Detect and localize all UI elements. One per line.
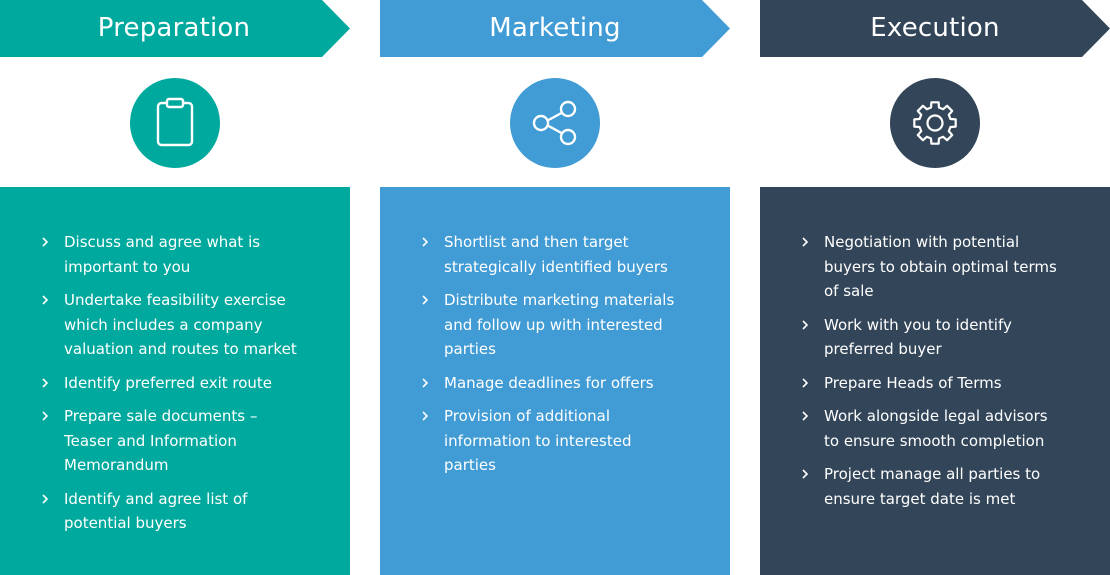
bullet-list: Discuss and agree what is important to y…: [40, 230, 340, 545]
stage-panel: Negotiation with potential buyers to obt…: [760, 187, 1110, 575]
item-line: Undertake feasibility exercise: [64, 291, 286, 309]
banner-arrow-shape: [760, 0, 1110, 57]
stage-panel: Shortlist and then target strategically …: [380, 187, 730, 575]
chevron-right-icon: [42, 237, 49, 247]
column-preparation: Preparation Discuss and agree what is im…: [0, 0, 350, 575]
bullet-list: Negotiation with potential buyers to obt…: [800, 230, 1100, 520]
item-line: ensure target date is met: [824, 489, 1016, 508]
item-line: valuation and routes to market: [64, 340, 297, 358]
list-item: Work with you to identify preferred buye…: [800, 313, 1100, 362]
list-item: Negotiation with potential buyers to obt…: [800, 230, 1100, 304]
item-line: Discuss and agree what is: [64, 233, 261, 251]
chevron-right-icon: [802, 237, 809, 247]
item-line: strategically identified buyers: [444, 257, 668, 276]
chevron-right-icon: [42, 295, 49, 305]
chevron-right-icon: [802, 319, 809, 330]
item-line: and follow up with interested: [444, 315, 663, 334]
item-line: Teaser and Information: [64, 431, 237, 450]
chevron-right-icon: [802, 377, 809, 388]
list-item: Provision of additional information to i…: [420, 404, 720, 478]
list-item: Discuss and agree what is important to y…: [40, 230, 340, 279]
column-marketing: Marketing Shortlist and then target stra…: [380, 0, 730, 575]
list-item: Identify and agree list of potential buy…: [40, 487, 340, 536]
list-item: Undertake feasibility exercise which inc…: [40, 288, 340, 362]
item-line: important to you: [64, 257, 191, 276]
chevron-right-icon: [422, 295, 429, 305]
item-line: Prepare sale documents –: [64, 407, 258, 425]
stage-title: Execution: [870, 13, 1000, 43]
chevron-right-icon: [42, 411, 49, 421]
item-line: Identify and agree list of: [64, 489, 248, 508]
item-line: information to interested: [444, 431, 632, 450]
chevron-right-icon: [802, 411, 809, 421]
chevron-right-icon: [422, 377, 429, 388]
item-line: Identify preferred exit route: [64, 373, 273, 392]
list-item: Shortlist and then target strategically …: [420, 230, 720, 279]
chevron-right-icon: [802, 469, 809, 479]
item-line: buyers to obtain optimal terms: [824, 257, 1057, 276]
list-item: Prepare Heads of Terms: [800, 371, 1100, 396]
item-line: Provision of additional: [444, 407, 610, 425]
item-line: potential buyers: [64, 514, 187, 532]
stage-title: Marketing: [489, 13, 621, 43]
item-line: preferred buyer: [824, 340, 942, 358]
item-line: of sale: [824, 282, 874, 300]
stage-banner: Marketing: [380, 0, 730, 57]
item-line: Manage deadlines for offers: [444, 373, 654, 392]
list-item: Work alongside legal advisors to ensure …: [800, 404, 1100, 453]
chevron-right-icon: [422, 237, 429, 247]
item-line: Prepare Heads of Terms: [824, 373, 1002, 392]
banner-arrow-shape: [380, 0, 730, 57]
item-line: Memorandum: [64, 456, 169, 474]
column-execution: Execution Negotiation with potential buy…: [760, 0, 1110, 575]
banner-arrow-shape: [0, 0, 350, 57]
stage-panel: Discuss and agree what is important to y…: [0, 187, 350, 575]
clipboard-icon: [130, 78, 220, 168]
item-line: which includes a company: [64, 315, 263, 334]
item-line: parties: [444, 340, 496, 358]
list-item: Prepare sale documents – Teaser and Info…: [40, 404, 340, 478]
chevron-right-icon: [422, 411, 429, 421]
gear-icon: [890, 78, 980, 168]
list-item: Manage deadlines for offers: [420, 371, 720, 396]
stage-banner: Execution: [760, 0, 1110, 57]
item-line: Distribute marketing materials: [444, 291, 675, 309]
item-line: to ensure smooth completion: [824, 431, 1045, 450]
item-line: Shortlist and then target: [444, 233, 629, 251]
item-line: Work alongside legal advisors: [824, 407, 1048, 425]
item-line: parties: [444, 456, 496, 474]
bullet-list: Shortlist and then target strategically …: [420, 230, 720, 487]
item-line: Work with you to identify: [824, 315, 1012, 334]
chevron-right-icon: [42, 377, 49, 388]
chevron-right-icon: [42, 493, 49, 504]
stage-title: Preparation: [97, 13, 251, 43]
list-item: Identify preferred exit route: [40, 371, 340, 396]
list-item: Distribute marketing materials and follo…: [420, 288, 720, 362]
list-item: Project manage all parties to ensure tar…: [800, 462, 1100, 511]
stage-banner: Preparation: [0, 0, 350, 57]
item-line: Negotiation with potential: [824, 233, 1020, 251]
item-line: Project manage all parties to: [824, 465, 1041, 483]
share-icon: [510, 78, 600, 168]
